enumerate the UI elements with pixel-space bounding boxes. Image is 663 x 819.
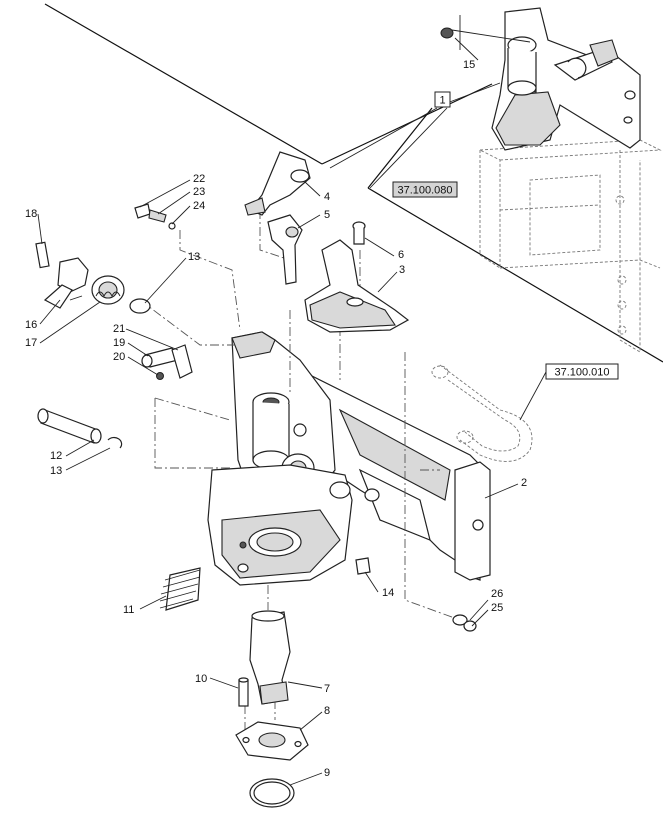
part-13-clip-lower — [107, 436, 123, 449]
callout-11: 11 — [123, 604, 134, 616]
part-18-pin — [35, 241, 50, 269]
callout-19: 19 — [113, 337, 125, 349]
part-14-nut — [355, 557, 371, 575]
callout-25: 25 — [491, 602, 503, 614]
callout-14: 14 — [382, 587, 394, 599]
callout-7: 7 — [324, 683, 330, 695]
callout-20: 20 — [113, 351, 125, 363]
reference-box-lower[interactable]: 37.100.010 — [545, 363, 619, 380]
leader-lines — [37, 37, 547, 786]
callout-21: 21 — [113, 323, 125, 335]
reference-lower-text: 37.100.010 — [554, 367, 609, 379]
inset-hitch-assembly — [440, 7, 662, 353]
callout-15: 15 — [463, 59, 475, 71]
callout-18: 18 — [25, 208, 37, 220]
callout-4: 4 — [324, 191, 330, 203]
hitch-body — [207, 331, 491, 586]
reference-box-upper[interactable]: 37.100.080 — [392, 181, 458, 198]
callout-12: 12 — [50, 450, 62, 462]
reference-upper-text: 37.100.080 — [397, 185, 452, 197]
part-22-23-24-detent — [134, 203, 176, 230]
callout-labels: 1 2 3 4 5 6 7 8 9 10 11 12 13 13 14 15 1… — [25, 59, 527, 779]
alignment-lines — [139, 210, 461, 730]
callout-13-lower: 13 — [50, 465, 62, 477]
callout-1-box — [434, 91, 451, 108]
part-19-20-21-pin — [141, 344, 193, 380]
callout-3: 3 — [399, 264, 405, 276]
callout-22: 22 — [193, 173, 205, 185]
callout-6: 6 — [398, 249, 404, 261]
callout-2: 2 — [521, 477, 527, 489]
callout-16: 16 — [25, 319, 37, 331]
part-16-17-lever-spring — [43, 257, 125, 309]
callout-24: 24 — [193, 200, 205, 212]
part-5-lever — [267, 214, 303, 285]
callout-8: 8 — [324, 705, 330, 717]
part-25-26-cap — [452, 614, 477, 632]
callout-10: 10 — [195, 673, 207, 685]
drawbar-ghost — [431, 364, 533, 462]
part-3-handle — [304, 239, 410, 333]
part-8-wear-plate — [235, 721, 309, 761]
part-10-roll-pin — [238, 677, 249, 707]
callout-17: 17 — [25, 337, 37, 349]
part-7-coupling-pin — [249, 610, 291, 705]
callout-23: 23 — [193, 186, 205, 198]
inset-frame — [44, 3, 663, 363]
part-12-pin — [37, 408, 102, 444]
callout-13-upper: 13 — [188, 251, 200, 263]
part-4-lever-arm — [244, 151, 311, 216]
part-9-ring — [249, 778, 295, 808]
callout-26: 26 — [491, 588, 503, 600]
callout-5: 5 — [324, 209, 330, 221]
callout-1: 1 — [439, 95, 445, 107]
callout-9: 9 — [324, 767, 330, 779]
part-6-bolt — [352, 221, 366, 245]
part-11-spring — [159, 567, 201, 611]
